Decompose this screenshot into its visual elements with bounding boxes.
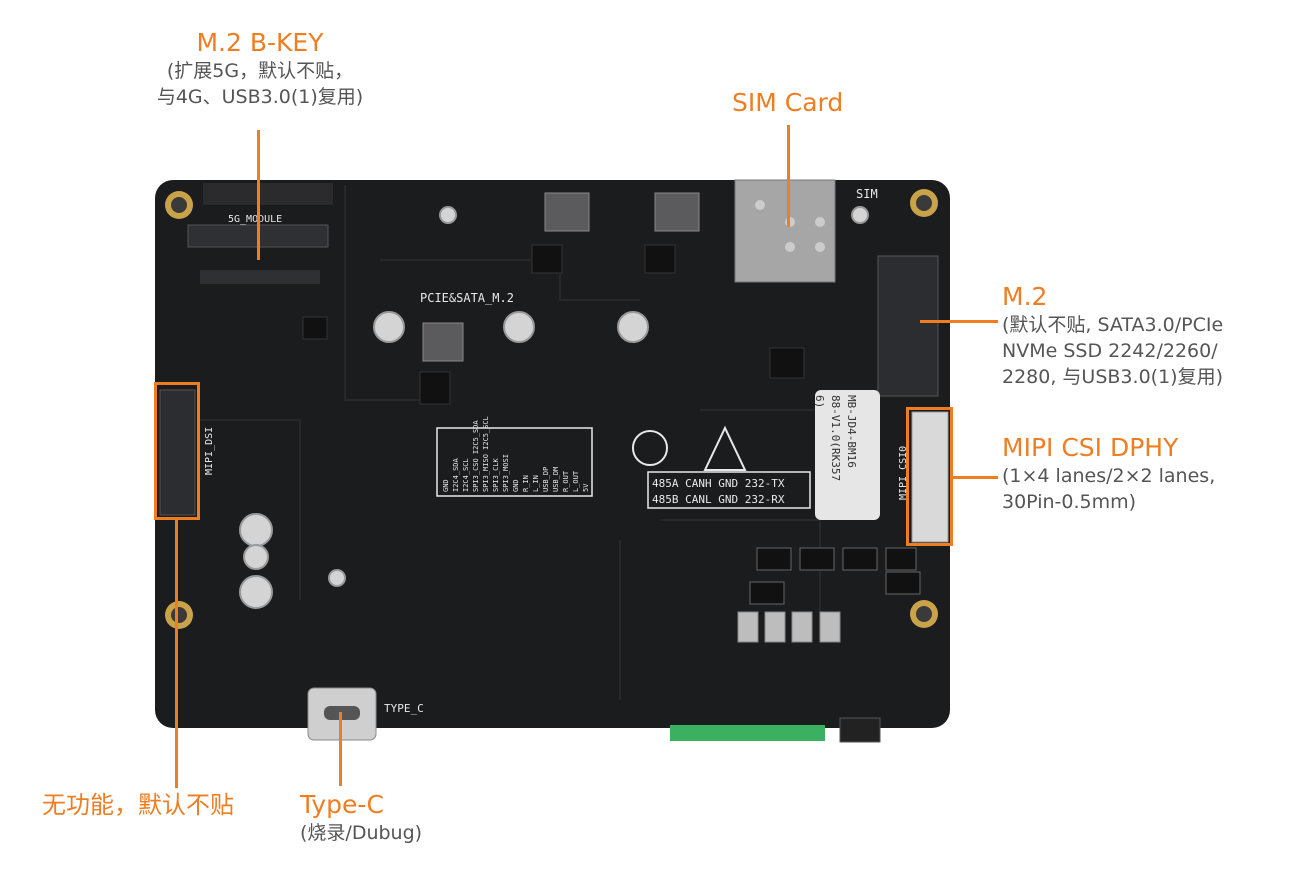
m2-bkey-leader [257, 130, 260, 260]
silk-type-c: TYPE_C [384, 702, 424, 715]
mipi-csi-connector [911, 411, 949, 543]
m2-line-3: 2280, 与USB3.0(1)复用) [1002, 366, 1223, 388]
pinout-col-label: L_OUT [572, 470, 580, 492]
mounting-holes [165, 189, 938, 629]
m2-bkey-line-2: 与4G、USB3.0(1)复用) [156, 86, 364, 108]
pinout-col-label: USB_DM [552, 467, 560, 492]
mipi-csi-title: MIPI CSI DPHY [1002, 433, 1179, 462]
mipi-dsi-highlight [154, 382, 200, 520]
pinout-col-label: 5V [582, 483, 590, 492]
sim-card-slot [734, 179, 836, 283]
m2-title: M.2 [1002, 282, 1048, 311]
silk-5g-module: 5G_MODULE [228, 214, 282, 225]
silk-header-row1: 485A CANH GND 232-TX [652, 477, 785, 490]
sticker-line2: 88-V1.0(RK357 [829, 395, 842, 481]
callout-mipi-csi: MIPI CSI DPHY (1×4 lanes/2×2 lanes, 30Pi… [1002, 433, 1215, 515]
silk-pcie-sata: PCIE&SATA_M.2 [420, 291, 514, 305]
version-sticker [815, 390, 880, 520]
callout-no-function: 无功能，默认不贴 [42, 790, 234, 820]
green-terminal-block [670, 725, 825, 741]
silk-sim: SIM [856, 187, 878, 201]
pinout-col-label: R_OUT [562, 470, 570, 492]
sticker-line3: 6) [813, 395, 826, 408]
m2-line-2: NVMe SSD 2242/2260/ [1002, 340, 1218, 362]
callout-m2: M.2 (默认不贴, SATA3.0/PCIe NVMe SSD 2242/22… [1002, 282, 1223, 390]
pinout-col-label: I2C4_SDA [452, 457, 460, 492]
pinout-col-label: SPI3_CSO I2C5_SDA [472, 420, 480, 492]
sim-card-title: SIM Card [732, 88, 844, 117]
pinout-col-label: GND [512, 479, 520, 492]
m2-connector [877, 255, 939, 397]
m2-leader [920, 320, 998, 323]
callout-m2-bkey: M.2 B-KEY (扩展5G，默认不贴， 与4G、USB3.0(1)复用) [110, 28, 410, 110]
pinout-col-label: GND [442, 479, 450, 492]
pinout-col-label: I2C4_SCL [462, 458, 470, 492]
type-c-title: Type-C [300, 790, 384, 819]
no-function-title: 无功能，默认不贴 [42, 791, 234, 819]
pinout-col-label: R_IN [522, 475, 530, 492]
mipi-csi-line-2: 30Pin-0.5mm) [1002, 491, 1137, 513]
mipi-dsi-connector [159, 389, 196, 516]
silk-mipi-dsi: MIPI_DSI [204, 427, 215, 475]
m2-bkey-title: M.2 B-KEY [196, 28, 324, 57]
silk-header-row2: 485B CANL GND 232-RX [652, 493, 785, 506]
pinout-col-label: SPI3_CLK [492, 457, 500, 492]
silk-mipi-csi0: MIPI CSI0 [898, 446, 909, 500]
pinout-col-label: USB_DP [542, 467, 550, 492]
mipi-csi-highlight [906, 407, 953, 546]
mipi-csi-line-1: (1×4 lanes/2×2 lanes, [1002, 465, 1216, 487]
type-c-line-1: (烧录/Dubug) [300, 822, 423, 844]
callout-sim-card: SIM Card [732, 88, 843, 118]
m2-line-1: (默认不贴, SATA3.0/PCIe [1002, 314, 1224, 336]
sticker-line1: MB-JD4-BM16 [845, 395, 858, 468]
pinout-col-label: L_IN [532, 475, 540, 492]
m2-bkey-line-1: (扩展5G，默认不贴， [166, 60, 354, 82]
no-function-leader [175, 520, 178, 788]
top-pin-header [203, 183, 333, 205]
sim-leader [787, 125, 790, 227]
pinout-col-label: SPI3_MOSI [502, 454, 510, 492]
pinout-col-label: SPI3_MISO I2C5_SCL [482, 416, 490, 492]
callout-type-c: Type-C (烧录/Dubug) [300, 790, 422, 846]
type-c-leader [339, 712, 342, 786]
mipi-csi-leader [953, 476, 998, 479]
